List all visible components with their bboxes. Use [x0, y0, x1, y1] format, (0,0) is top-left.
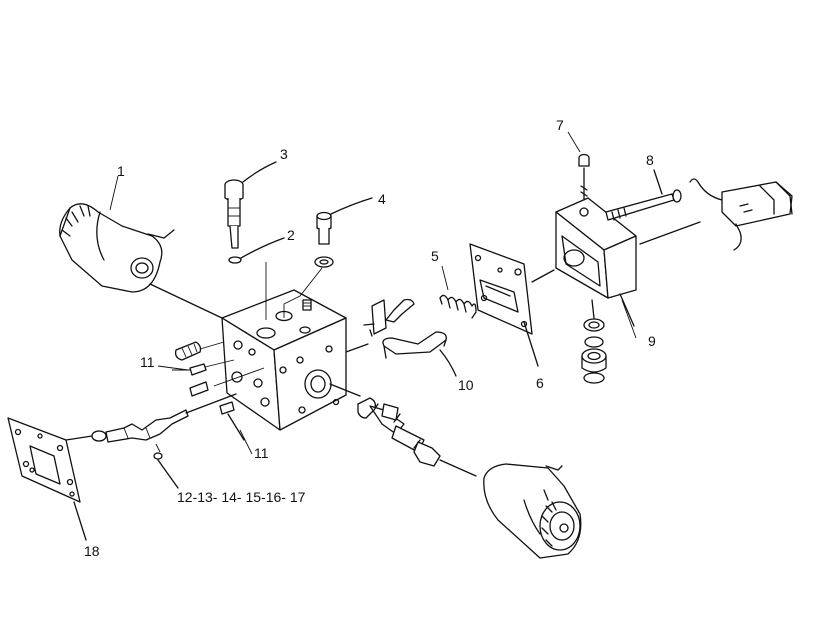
callout-5: 5	[431, 248, 439, 264]
callout-4: 4	[378, 191, 386, 207]
callout-11-lower: 11	[254, 445, 269, 461]
callout-18: 18	[84, 543, 100, 559]
callout-6: 6	[536, 375, 544, 391]
callout-9: 9	[648, 333, 656, 349]
callout-1: 1	[117, 163, 125, 179]
callout-8: 8	[646, 152, 654, 168]
callout-12-17: 12-13- 14- 15-16- 17	[177, 489, 306, 505]
electrical-connector	[689, 178, 793, 251]
linkage-parts-12-17	[91, 367, 265, 489]
gasket-plate-18	[7, 417, 93, 541]
set-screw	[302, 299, 312, 311]
seal-parts-under-housing	[581, 299, 607, 384]
callout-7: 7	[556, 117, 564, 133]
spring-5	[439, 265, 477, 319]
callout-11-upper: 11	[140, 354, 155, 370]
screw-7	[567, 131, 590, 201]
plug-fitting-4	[283, 197, 373, 318]
cartridge-valve-3	[224, 161, 277, 249]
plug-11-lower	[219, 401, 245, 441]
solenoid-coil-1	[59, 203, 223, 319]
gasket-plate-6	[469, 243, 555, 367]
bolt-8	[605, 169, 682, 221]
lever-bracket-10	[345, 298, 457, 377]
callout-10: 10	[458, 377, 474, 393]
valve-body-block	[221, 289, 347, 431]
o-ring-2	[228, 237, 285, 320]
plug-11-upper	[172, 341, 235, 397]
valve-spool	[329, 383, 477, 477]
solenoid-coil-2	[483, 463, 582, 559]
callout-leaders	[109, 175, 637, 455]
callout-2: 2	[287, 227, 295, 243]
callout-3: 3	[280, 146, 288, 162]
housing-block-9	[555, 197, 701, 327]
